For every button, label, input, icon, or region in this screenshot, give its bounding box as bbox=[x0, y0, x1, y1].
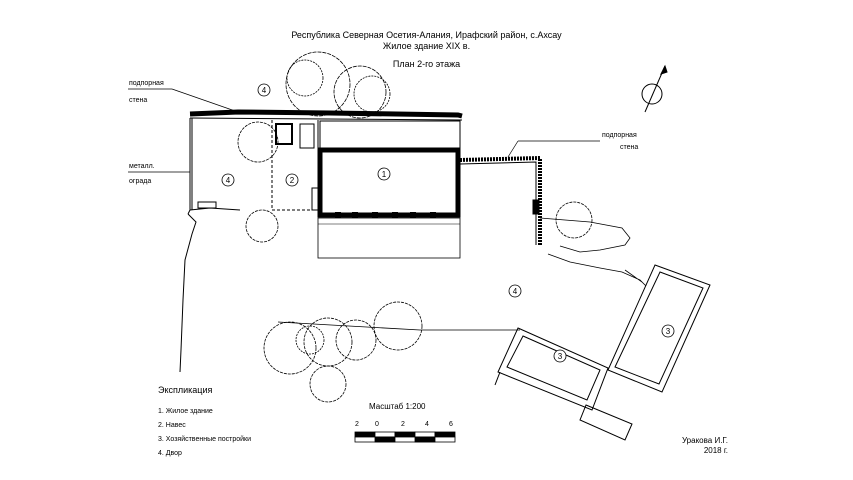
drawing-title-building: Жилое здание XIX в. bbox=[382, 41, 471, 51]
legend-item: 3. Хозяйственные постройки bbox=[158, 436, 251, 443]
zone-marker-4-yard: 4 bbox=[508, 284, 522, 298]
label-retaining-wall-left-2: стена bbox=[129, 97, 148, 104]
legend-item: 2. Навес bbox=[158, 422, 186, 429]
drawing-title-location: Республика Северная Осетия-Алания, Ирафс… bbox=[291, 30, 562, 40]
scale-tick-label: 0 bbox=[375, 421, 379, 428]
zone-marker-2: 2 bbox=[285, 173, 299, 187]
scale-tick-label: 2 bbox=[355, 421, 359, 428]
tree-left-building bbox=[237, 121, 279, 243]
svg-text:2: 2 bbox=[290, 176, 295, 185]
outbuilding-lower bbox=[494, 327, 633, 441]
author-name: Уракова И.Г. bbox=[681, 436, 728, 445]
courtyard-left bbox=[179, 118, 241, 373]
label-retaining-wall-right-2: стена bbox=[620, 144, 639, 151]
tree-cluster-top bbox=[285, 51, 391, 119]
tree-east bbox=[555, 201, 593, 239]
canopy-zone bbox=[271, 120, 321, 211]
scale-tick-label: 4 bbox=[425, 421, 429, 428]
slope-line-east bbox=[539, 217, 631, 253]
legend-title: Экспликация bbox=[158, 385, 213, 395]
scale-tick-label: 6 bbox=[449, 421, 453, 428]
path-line bbox=[277, 321, 520, 331]
svg-text:3: 3 bbox=[666, 327, 671, 336]
scale-bar bbox=[354, 431, 456, 443]
svg-text:4: 4 bbox=[262, 86, 267, 95]
author-year: 2018 г. bbox=[703, 446, 728, 455]
leader-line-wall-right-2 bbox=[507, 140, 519, 158]
leader-line-wall-left-2 bbox=[171, 88, 239, 113]
svg-text:1: 1 bbox=[382, 170, 387, 179]
label-retaining-wall-left-1: подпорная bbox=[129, 80, 164, 87]
main-building bbox=[317, 120, 461, 259]
tree-cluster-south bbox=[263, 301, 423, 403]
north-arrow-icon bbox=[641, 64, 668, 113]
legend-item: 4. Двор bbox=[158, 450, 182, 457]
scale-tick-label: 2 bbox=[401, 421, 405, 428]
retaining-wall-top bbox=[189, 109, 463, 121]
slope-line-east-2 bbox=[547, 253, 647, 287]
svg-text:3: 3 bbox=[558, 352, 563, 361]
retaining-wall-right bbox=[459, 155, 542, 245]
legend-item: 1. Жилое здание bbox=[158, 408, 213, 415]
label-metal-fence-2: ограда bbox=[129, 178, 152, 185]
outbuilding-right bbox=[607, 264, 711, 393]
svg-text:4: 4 bbox=[226, 176, 231, 185]
drawing-title-floor: План 2-го этажа bbox=[392, 59, 461, 69]
scale-title: Масштаб 1:200 bbox=[369, 402, 426, 411]
zone-marker-1: 1 bbox=[377, 167, 391, 181]
zone-marker-3-right: 3 bbox=[661, 324, 675, 338]
zone-marker-3-lower: 3 bbox=[553, 349, 567, 363]
zone-marker-4-left: 4 bbox=[221, 173, 235, 187]
zone-marker-4-top: 4 bbox=[257, 83, 271, 97]
svg-text:4: 4 bbox=[513, 287, 518, 296]
label-retaining-wall-right-1: подпорная bbox=[602, 132, 637, 139]
label-metal-fence-1: металл. bbox=[129, 163, 155, 170]
